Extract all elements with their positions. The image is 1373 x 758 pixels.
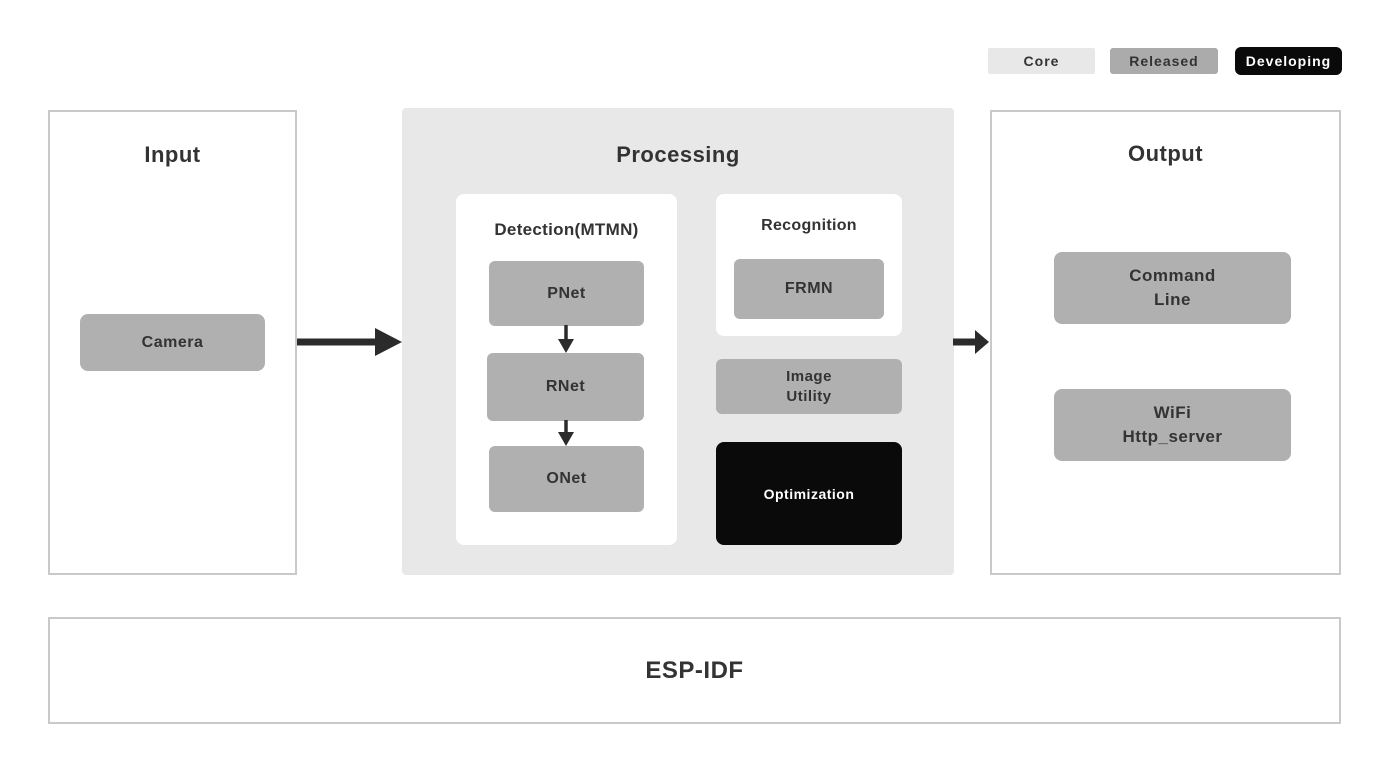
detection-card: Detection(MTMN) PNet RNet ONet xyxy=(456,194,677,545)
node-rnet: RNet xyxy=(487,353,644,421)
processing-section: Processing Detection(MTMN) PNet RNet ONe… xyxy=(402,108,954,575)
legend-core-badge: Core xyxy=(988,48,1095,74)
detection-card-title: Detection(MTMN) xyxy=(494,220,639,239)
legend-released-badge: Released xyxy=(1110,48,1218,74)
legend-developing-label: Developing xyxy=(1245,53,1332,69)
arrow-input-to-processing xyxy=(297,328,402,356)
esp-idf-title: ESP-IDF xyxy=(645,656,744,684)
recognition-card-title: Recognition xyxy=(761,217,857,234)
node-frmn: FRMN xyxy=(734,259,884,319)
node-wifi-http-server: WiFi Http_server xyxy=(1054,389,1291,461)
arrow-rnet-to-onet xyxy=(558,420,574,446)
legend-released-label: Released xyxy=(1129,53,1199,69)
node-pnet: PNet xyxy=(489,261,644,326)
input-section-title: Input xyxy=(144,142,201,167)
node-camera: Camera xyxy=(80,314,265,371)
node-command-line: Command Line xyxy=(1054,252,1291,324)
esp-idf-section: ESP-IDF xyxy=(48,617,1341,724)
arrow-pnet-to-rnet xyxy=(558,325,574,353)
arrow-processing-to-output xyxy=(953,330,989,354)
output-section-title: Output xyxy=(1127,141,1204,166)
recognition-card: Recognition FRMN xyxy=(716,194,902,336)
node-optimization: Optimization xyxy=(716,442,902,545)
input-section: Input Camera xyxy=(48,110,297,575)
node-image-utility: Image Utility xyxy=(716,359,902,414)
output-section: Output Command Line WiFi Http_server xyxy=(990,110,1341,575)
legend-developing-badge: Developing xyxy=(1235,47,1342,75)
legend-core-label: Core xyxy=(1023,53,1060,69)
processing-section-title: Processing xyxy=(616,142,740,167)
node-onet: ONet xyxy=(489,446,644,512)
